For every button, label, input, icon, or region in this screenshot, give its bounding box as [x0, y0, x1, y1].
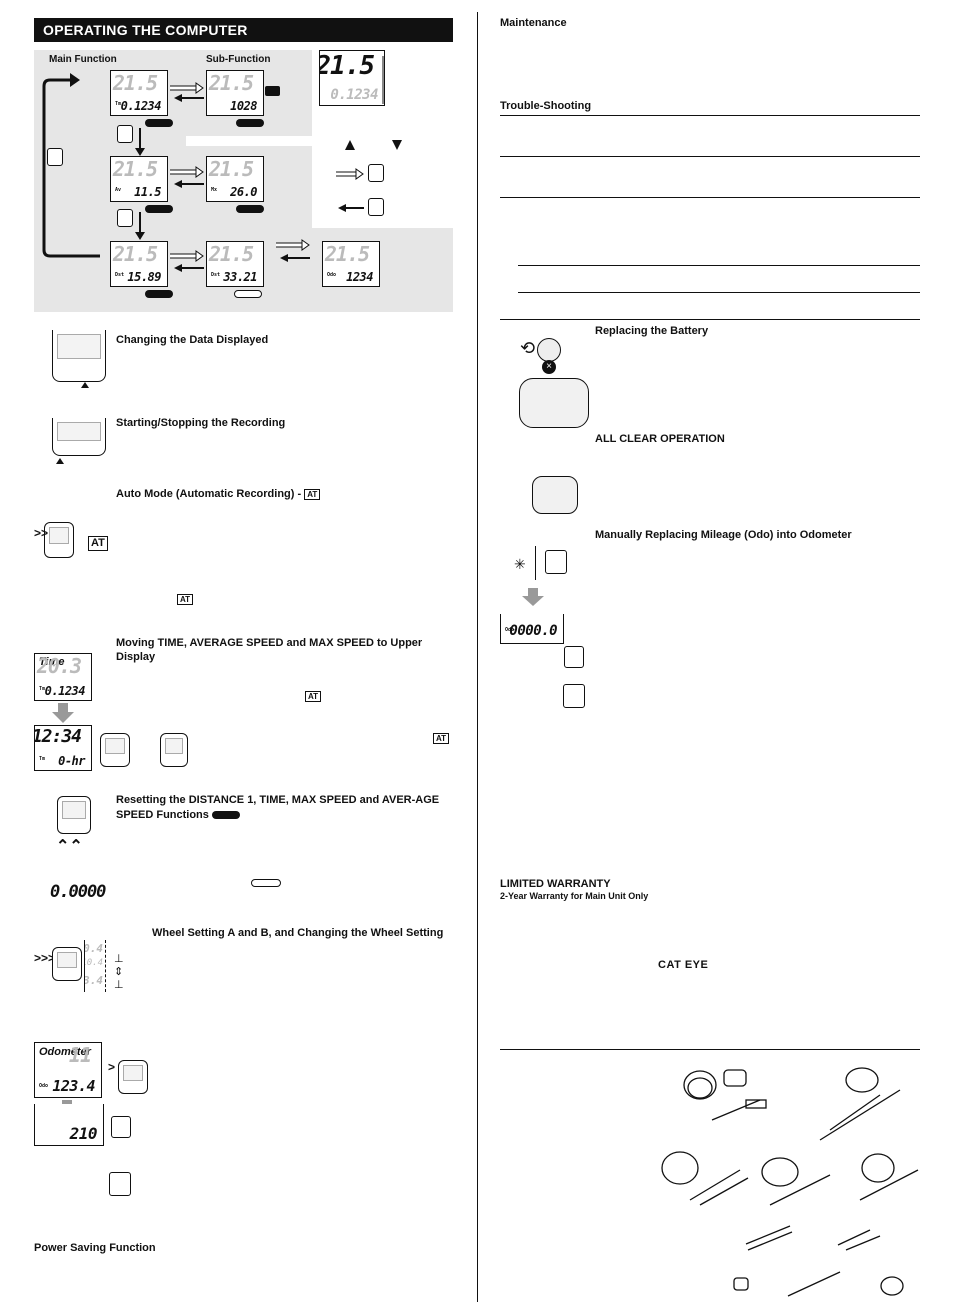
down-arrow-icon: [52, 703, 74, 723]
mode-button[interactable]: [111, 1116, 131, 1138]
mode-pill: [236, 205, 264, 213]
mode-button[interactable]: [47, 148, 63, 166]
reset-value: 0.0000: [50, 882, 106, 902]
diagram-arrows: [42, 56, 402, 272]
mode-button[interactable]: [117, 125, 133, 143]
heading-all-clear: ALL CLEAR OPERATION: [595, 433, 725, 445]
lcd-odometer: Odometer 11 Odo 123.4: [34, 1042, 102, 1098]
at-icon: AT: [305, 691, 322, 702]
divider: [500, 197, 920, 198]
main-function-label: Main Function: [49, 54, 117, 65]
divider: [500, 1049, 920, 1050]
mode-pill: [145, 205, 173, 213]
double-press-icon: ⌃⌃: [56, 838, 83, 855]
up-arrow-icon: [56, 458, 64, 464]
at-icon: AT: [304, 488, 321, 500]
page-title: OPERATING THE COMPUTER: [34, 18, 453, 42]
divider: [500, 156, 920, 157]
at-icon: AT: [88, 536, 108, 551]
heading-replacing-battery: Replacing the Battery: [595, 325, 709, 337]
heading-warranty: LIMITED WARRANTY: [500, 878, 611, 890]
mode-button[interactable]: [563, 684, 585, 708]
lcd-preview: 21.5 0.1234: [319, 50, 385, 106]
lcd-main-row2: 21.5 Av 11.5: [110, 156, 168, 202]
column-divider: [477, 12, 478, 1302]
heading-starting: Starting/Stopping the Recording: [116, 417, 286, 429]
heading-maintenance: Maintenance: [500, 17, 567, 29]
unit-all-clear-illustration: [532, 476, 578, 514]
mode-pill: [236, 119, 264, 127]
lcd-wheel: 10.4 10.4 13.4: [84, 940, 106, 992]
double-arrow-icon: >>>: [34, 951, 56, 965]
lcd-sub-row1: 21.5 1028: [206, 70, 264, 116]
mode-button[interactable]: [117, 209, 133, 227]
close-icon: ×: [542, 360, 556, 374]
unit-illustration-auto: [44, 522, 74, 558]
down-arrow-icon: [522, 588, 544, 608]
lcd-clock: 12:34 Tm 0-hr: [34, 725, 92, 771]
double-arrow-icon: >: [108, 1060, 116, 1074]
unit-illustration-odo-1: [118, 1060, 148, 1094]
mode-pill: [145, 119, 173, 127]
heading-auto-mode: Auto Mode (Automatic Recording) - AT: [116, 487, 321, 501]
rotate-arrow-icon: ⟲: [520, 338, 536, 358]
unit-illustration-moving-1: [100, 733, 130, 767]
unit-illustration-changing: [52, 330, 106, 382]
double-arrow-icon: >>: [34, 526, 49, 540]
unit-illustration-resetting: [57, 796, 91, 834]
lcd-main-row3: 21.5 Dst 15.89: [110, 241, 168, 287]
at-icon: AT: [433, 733, 450, 744]
start-stop-button[interactable]: [368, 198, 384, 216]
unit-illustration-starting: [52, 418, 106, 456]
heading-resetting: Resetting the DISTANCE 1, TIME, MAX SPEE…: [116, 794, 440, 821]
brand-logo: CAT EYE: [658, 959, 709, 971]
mode-pill: [211, 811, 240, 819]
lcd-odo-manual: Odo 0000.0: [500, 614, 564, 644]
lcd-odo-edit: 210: [34, 1104, 104, 1146]
mode-pill-outline: [251, 879, 281, 887]
heading-power-saving: Power Saving Function: [34, 1242, 156, 1254]
flash-icon: ✳: [514, 556, 526, 572]
divider: [518, 292, 920, 293]
start-stop-button[interactable]: [368, 164, 384, 182]
lcd-odo-row3: 21.5 Odo 1234: [322, 241, 380, 287]
lcd-time: Time 20.3 Tm 0.1234: [34, 653, 92, 701]
battery-coin-icon: [537, 338, 561, 362]
heading-moving: Moving TIME, AVERAGE SPEED and MAX SPEED…: [116, 637, 423, 663]
heading-changing: Changing the Data Displayed: [116, 334, 269, 346]
heading-wheel: Wheel Setting A and B, and Changing the …: [152, 927, 444, 939]
at-icon: AT: [177, 594, 194, 605]
battery-icon: [265, 86, 280, 96]
mode-pill: [145, 290, 173, 298]
mode-button[interactable]: [545, 550, 567, 574]
sub-function-label: Sub-Function: [206, 54, 271, 65]
divider: [500, 115, 920, 116]
unit-back-illustration: [519, 378, 589, 428]
mode-pill-outline: [234, 290, 262, 298]
heading-manual-odo: Manually Replacing Mileage (Odo) into Od…: [595, 529, 852, 541]
divider: [535, 546, 536, 580]
up-arrow-icon: [81, 382, 89, 388]
lcd-main-row1: 21.5 Tm 0.1234: [110, 70, 168, 116]
divider: [500, 319, 920, 320]
unit-illustration-moving-2: [160, 733, 188, 767]
mode-button[interactable]: [109, 1172, 131, 1196]
heading-trouble-shooting: Trouble-Shooting: [500, 100, 592, 112]
unit-illustration-wheel: [52, 947, 82, 981]
wheel-icon: ⊥⇕⊥: [114, 953, 124, 991]
warranty-subheading: 2-Year Warranty for Main Unit Only: [500, 891, 649, 901]
lcd-sub-row3: 21.5 Dst 33.21: [206, 241, 264, 287]
divider: [518, 265, 920, 266]
mode-button[interactable]: [564, 646, 584, 668]
lcd-sub-row2: 21.5 Mx 26.0: [206, 156, 264, 202]
